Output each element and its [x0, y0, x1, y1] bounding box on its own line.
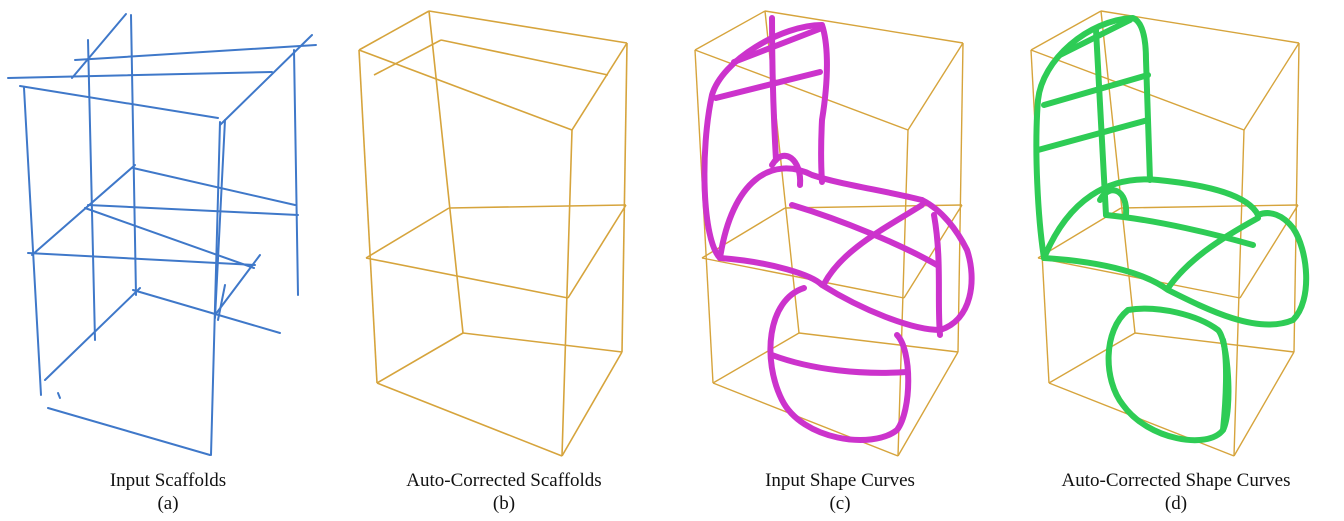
panel-input-scaffolds: Input Scaffolds (a)	[0, 0, 336, 521]
panel-label: (a)	[157, 493, 179, 514]
panel-title: Input Scaffolds	[109, 470, 227, 491]
scaffold-lines	[7, 13, 317, 456]
panel-corrected-scaffolds: Auto-Corrected Scaffolds (b)	[336, 0, 672, 521]
panel-title: Auto-Corrected Shape Curves	[1061, 470, 1291, 491]
caption-d: Auto-Corrected Shape Curves (d)	[1008, 469, 1344, 515]
panel-title: Auto-Corrected Scaffolds	[406, 470, 602, 491]
panel-label: (d)	[1164, 493, 1188, 514]
panel-corrected-curves: Auto-Corrected Shape Curves (d)	[1008, 0, 1344, 521]
input-scaffolds-drawing	[7, 13, 317, 456]
input-curves-drawing	[694, 10, 975, 457]
caption-b: Auto-Corrected Scaffolds (b)	[336, 469, 672, 515]
corrected-scaffolds-drawing	[358, 10, 628, 457]
panel-label: (b)	[492, 493, 516, 514]
corrected-curves-drawing	[1030, 10, 1310, 457]
scaffold-box	[694, 10, 964, 457]
scaffold-box	[358, 10, 628, 457]
shape-curves	[1033, 15, 1310, 444]
caption-a: Input Scaffolds (a)	[0, 469, 336, 515]
panel-input-curves: Input Shape Curves (c)	[672, 0, 1008, 521]
scaffold-box	[1030, 10, 1300, 457]
shape-curves	[701, 15, 975, 443]
panel-title: Input Shape Curves	[765, 470, 915, 491]
caption-c: Input Shape Curves (c)	[672, 469, 1008, 515]
panel-label: (c)	[829, 493, 851, 514]
